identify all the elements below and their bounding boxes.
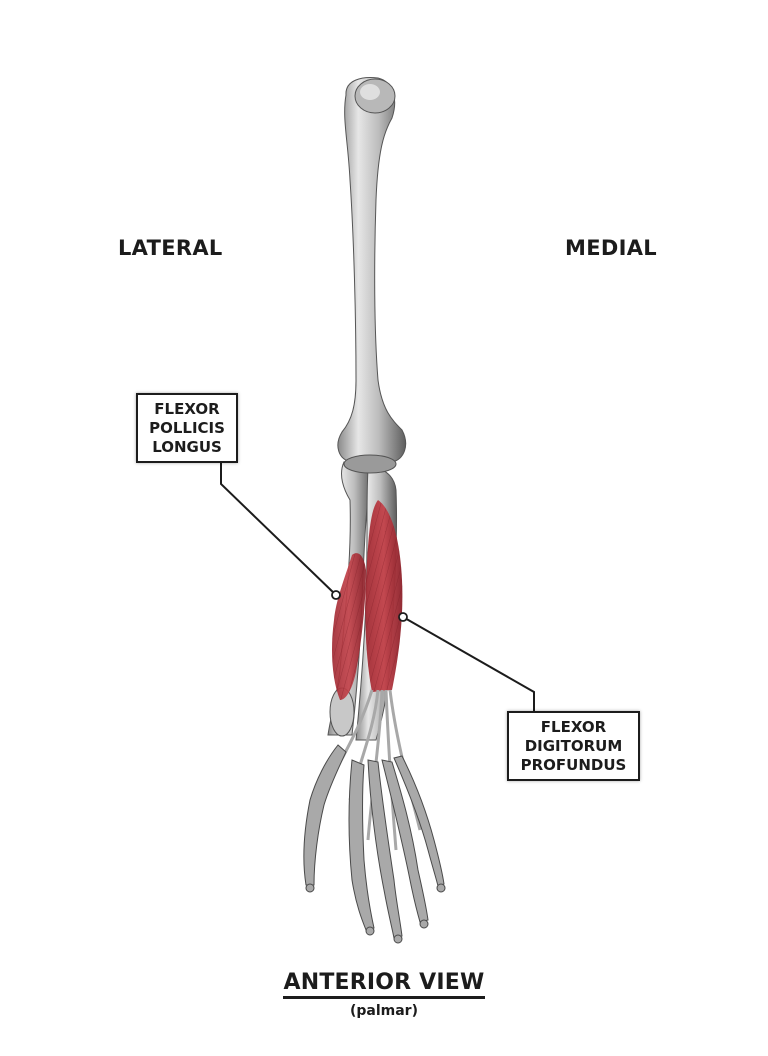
flexor-pollicis-longus-muscle (332, 553, 366, 700)
callout-line: LONGUS (152, 437, 222, 456)
callout-line: FLEXOR (154, 399, 220, 418)
callout-line: DIGITORUM (524, 736, 623, 755)
lateral-label: LATERAL (118, 236, 223, 260)
callout-line: PROFUNDUS (520, 755, 627, 774)
hand-bones (303, 744, 446, 944)
callout-line: POLLICIS (149, 418, 225, 437)
callout-line: FLEXOR (540, 717, 607, 736)
view-subtitle: (palmar) (349, 1003, 418, 1019)
leader-line-fpl (220, 462, 341, 600)
view-title-text: ANTERIOR VIEW (283, 970, 485, 999)
flexor-digitorum-profundus-muscle (365, 500, 403, 692)
callout-flexor-digitorum-profundus: FLEXOR DIGITORUM PROFUNDUS (507, 711, 640, 781)
view-title: ANTERIOR VIEW (0, 970, 768, 999)
humerus-bone (337, 77, 407, 463)
callout-flexor-pollicis-longus: FLEXOR POLLICIS LONGUS (136, 393, 238, 463)
medial-label: MEDIAL (565, 236, 657, 260)
leader-line-fdp (398, 612, 535, 712)
